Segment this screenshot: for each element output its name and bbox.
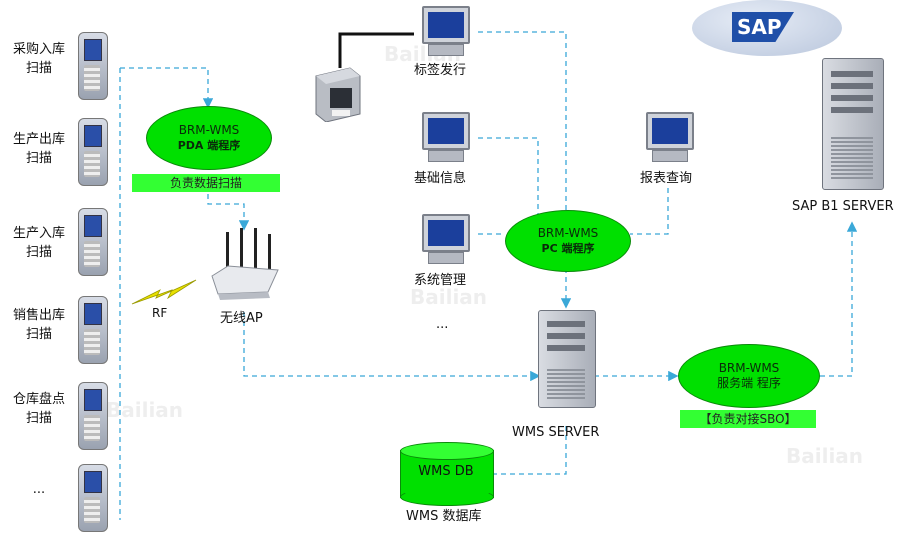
pda-to-app-line xyxy=(120,67,214,109)
more-pcs-label: ... xyxy=(436,317,449,332)
service-app-node: BRM-WMS 服务端 程序 xyxy=(678,344,820,408)
basic-info-link xyxy=(478,137,539,222)
pda-device-icon xyxy=(78,296,108,364)
scan-station-label: ... xyxy=(32,482,46,497)
service-duty-box: 【负责对接SBO】 xyxy=(680,410,816,428)
pda-device-icon xyxy=(78,208,108,276)
pda-duty-box: 负责数据扫描 xyxy=(132,174,280,192)
watermark: Bailian xyxy=(786,444,864,468)
pc-monitor-icon xyxy=(642,112,694,162)
wms-server-label: WMS SERVER xyxy=(512,425,600,440)
db-to-server-line xyxy=(492,426,567,475)
basic-info-label: 基础信息 xyxy=(414,171,467,186)
scan-station-label: 采购入库 扫描 xyxy=(12,42,65,76)
sap-server-label: SAP B1 SERVER xyxy=(792,199,894,214)
wireless-ap-icon xyxy=(208,228,282,304)
wms-server-icon xyxy=(538,310,596,408)
ap-to-server-line xyxy=(243,312,541,382)
scan-station-label: 生产出库 扫描 xyxy=(12,132,65,166)
rf-label: RF xyxy=(152,306,168,320)
system-mgmt-label: 系统管理 xyxy=(414,273,467,288)
pc-monitor-icon xyxy=(418,112,470,162)
scan-station-label: 仓库盘点 扫描 xyxy=(12,392,65,426)
scan-station-label: 生产入库 扫描 xyxy=(12,226,65,260)
wms-db-icon: WMS DB xyxy=(400,442,494,506)
rf-lightning-icon xyxy=(131,279,197,305)
pc-app-node: BRM-WMS PC 端程序 xyxy=(505,210,631,272)
pda-app-node: BRM-WMS PDA 端程序 xyxy=(146,106,272,170)
printer-cable xyxy=(338,32,414,68)
pc-monitor-icon xyxy=(418,214,470,264)
watermark: Bailian xyxy=(106,398,184,422)
pda-device-icon xyxy=(78,464,108,532)
report-query-label: 报表查询 xyxy=(640,171,693,186)
label-printer-icon xyxy=(312,66,362,123)
sap-server-icon xyxy=(822,58,884,190)
pc-monitor-icon xyxy=(418,6,470,56)
scan-station-label: 销售出库 扫描 xyxy=(12,308,65,342)
wms-db-caption: WMS 数据库 xyxy=(406,509,482,524)
app-to-ap-line xyxy=(207,194,250,231)
pda-device-icon xyxy=(78,118,108,186)
label-issue-label: 标签发行 xyxy=(414,63,467,78)
pda-device-icon xyxy=(78,32,108,100)
ap-label: 无线AP xyxy=(220,311,263,326)
sap-logo: SAP xyxy=(732,12,794,42)
wms-db-name: WMS DB xyxy=(418,464,474,479)
watermark: Bailian xyxy=(410,285,488,309)
service-to-sap-line xyxy=(820,221,858,377)
pda-device-icon xyxy=(78,382,108,450)
report-link xyxy=(630,188,669,235)
